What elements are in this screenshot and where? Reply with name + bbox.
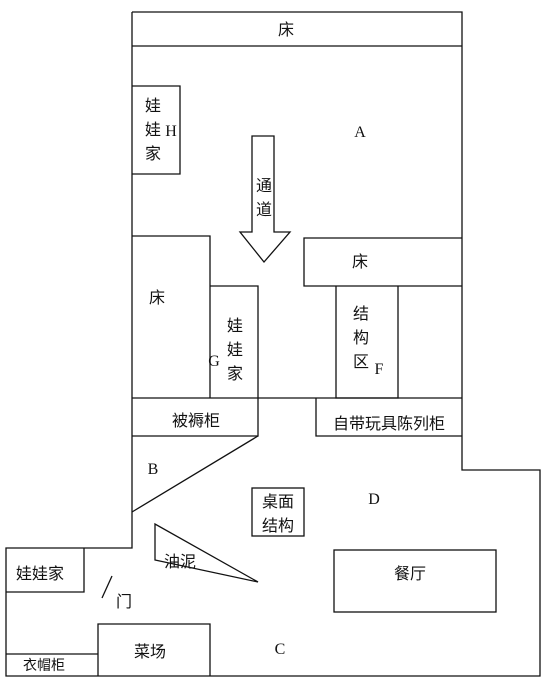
right-bed-box: [303, 237, 462, 287]
left-bed-box: [132, 235, 211, 398]
dining-hall-box: [333, 549, 497, 613]
top-bed-label: 床: [277, 20, 295, 39]
area-b-divider: [131, 435, 259, 513]
bedding-cabinet-label: 被褥柜: [171, 411, 221, 430]
doll-house-g-box: [210, 285, 259, 398]
area-a-label: A: [354, 124, 366, 141]
tabletop-structure-label: 桌面结构: [261, 492, 294, 535]
outer-wall: [5, 11, 541, 677]
doll-house-g-label: 娃娃家: [226, 316, 243, 383]
doll-house-left-label: 娃娃家: [15, 564, 65, 583]
passage-label: 通道: [255, 176, 272, 219]
left-bed-label: 床: [148, 288, 166, 307]
door-label: 门: [115, 592, 133, 611]
dining-hall-label: 餐厅: [393, 564, 427, 583]
area-b-label: B: [147, 461, 159, 478]
vegetable-market-box: [97, 623, 211, 676]
letter-h-label: H: [165, 123, 177, 140]
passage-arrow: [238, 135, 292, 264]
doll-house-h-label: 娃娃家: [144, 96, 161, 163]
area-d-label: D: [368, 491, 380, 508]
doll-house-left-box: [6, 548, 85, 593]
letter-g-label: G: [208, 353, 220, 370]
tabletop-structure-box: [251, 487, 305, 537]
hat-cabinet-label: 衣帽柜: [23, 658, 65, 674]
letter-f-label: F: [374, 361, 384, 378]
toy-display-cabinet-label: 自带玩具陈列柜: [332, 414, 446, 433]
plasticine-label: 油泥: [163, 552, 197, 571]
plasticine-triangle: [154, 522, 259, 583]
door-line: [101, 575, 113, 599]
toy-cabinet-box: [315, 398, 462, 437]
structure-area-label: 结构区: [352, 304, 369, 371]
vegetable-market-label: 菜场: [133, 642, 167, 661]
area-c-label: C: [274, 641, 286, 658]
doll-house-h-box: [132, 85, 181, 175]
right-bed-label: 床: [351, 252, 369, 271]
